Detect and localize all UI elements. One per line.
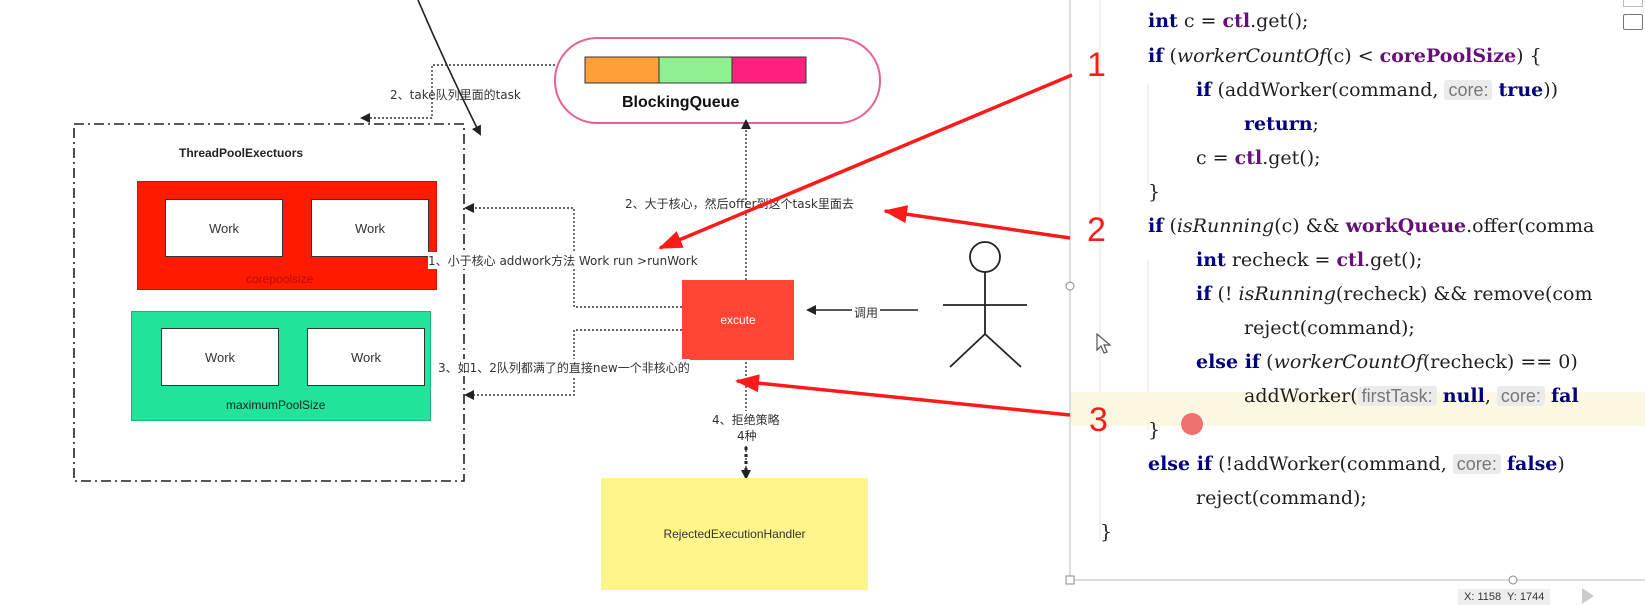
code-line: } <box>1100 521 1113 543</box>
queue-slot-pink <box>731 56 807 84</box>
label-take: 2、take队列里面的task <box>390 88 521 102</box>
label-offer: 2、大于核心，然后offer到这个task里面去 <box>625 197 854 211</box>
max-work-2: Work <box>307 328 425 386</box>
code-line: int c = ctl.get(); <box>1148 10 1309 32</box>
frame-handle-bottom[interactable] <box>1508 575 1518 585</box>
frame-handle-corner[interactable] <box>1065 575 1075 585</box>
param-hint: core: <box>1444 80 1493 100</box>
max-pool-label: maximumPoolSize <box>226 398 326 412</box>
code-line: return; <box>1244 113 1319 135</box>
code-line: addWorker(firstTask: null, core: fal <box>1244 385 1579 407</box>
marker-3: 3 <box>1089 401 1108 439</box>
breakpoint-icon[interactable] <box>1181 413 1203 435</box>
code-line: else if (!addWorker(command, core: false… <box>1148 453 1565 475</box>
core-pool-label: corepoolsize <box>246 272 314 286</box>
core-work-1: Work <box>165 199 283 257</box>
code-line: } <box>1148 419 1161 441</box>
label-addwork: 1、小于核心 addwork方法 Work run >runWork <box>428 252 698 269</box>
param-hint: core: <box>1452 454 1501 474</box>
execute-box[interactable]: excute <box>682 280 794 360</box>
comment-icon[interactable] <box>1623 14 1643 30</box>
code-line: reject(command); <box>1196 487 1367 509</box>
caller-figure <box>943 241 1027 368</box>
frame-handle-left[interactable] <box>1065 281 1075 291</box>
label-reject-2: 4种 <box>737 427 757 444</box>
play-icon[interactable] <box>1582 588 1594 604</box>
coords-status: X: 1158 Y: 1744 <box>1458 589 1551 605</box>
code-line: int recheck = ctl.get(); <box>1196 249 1423 271</box>
queue-title: BlockingQueue <box>622 94 740 111</box>
queue-slot-green <box>658 56 733 84</box>
label-reject-1: 4、拒绝策略 <box>712 411 780 428</box>
marker-1: 1 <box>1087 46 1106 84</box>
code-line: if (workerCountOf(c) < corePoolSize) { <box>1148 45 1542 67</box>
marker-2: 2 <box>1087 211 1106 249</box>
rejected-handler-box: RejectedExecutionHandler <box>601 478 868 590</box>
code-line: } <box>1148 181 1161 203</box>
label-new-noncore: 3、如1、2队列都满了的直接new一个非核心的 <box>438 359 690 376</box>
label-call: 调用 <box>852 304 881 321</box>
code-line: if (addWorker(command, core: true)) <box>1196 79 1559 101</box>
code-line: reject(command); <box>1244 317 1415 339</box>
param-hint: firstTask: <box>1357 386 1437 406</box>
core-work-2: Work <box>311 199 429 257</box>
pool-boundary <box>73 123 465 482</box>
mouse-cursor-icon <box>1096 333 1112 354</box>
arrow-top-into-pool <box>417 0 481 136</box>
queue-slot-orange <box>584 56 660 84</box>
code-line: c = ctl.get(); <box>1196 147 1321 169</box>
max-work-1: Work <box>161 328 279 386</box>
param-hint: core: <box>1496 386 1545 406</box>
code-line: if (isRunning(c) && workQueue.offer(comm… <box>1148 215 1595 237</box>
scroll-indicator[interactable] <box>1623 0 1643 7</box>
arrow-take <box>360 64 555 123</box>
code-line: if (! isRunning(recheck) && remove(com <box>1196 283 1593 305</box>
pool-title: ThreadPoolExectuors <box>179 146 304 160</box>
code-line: else if (workerCountOf(recheck) == 0) <box>1196 351 1578 373</box>
